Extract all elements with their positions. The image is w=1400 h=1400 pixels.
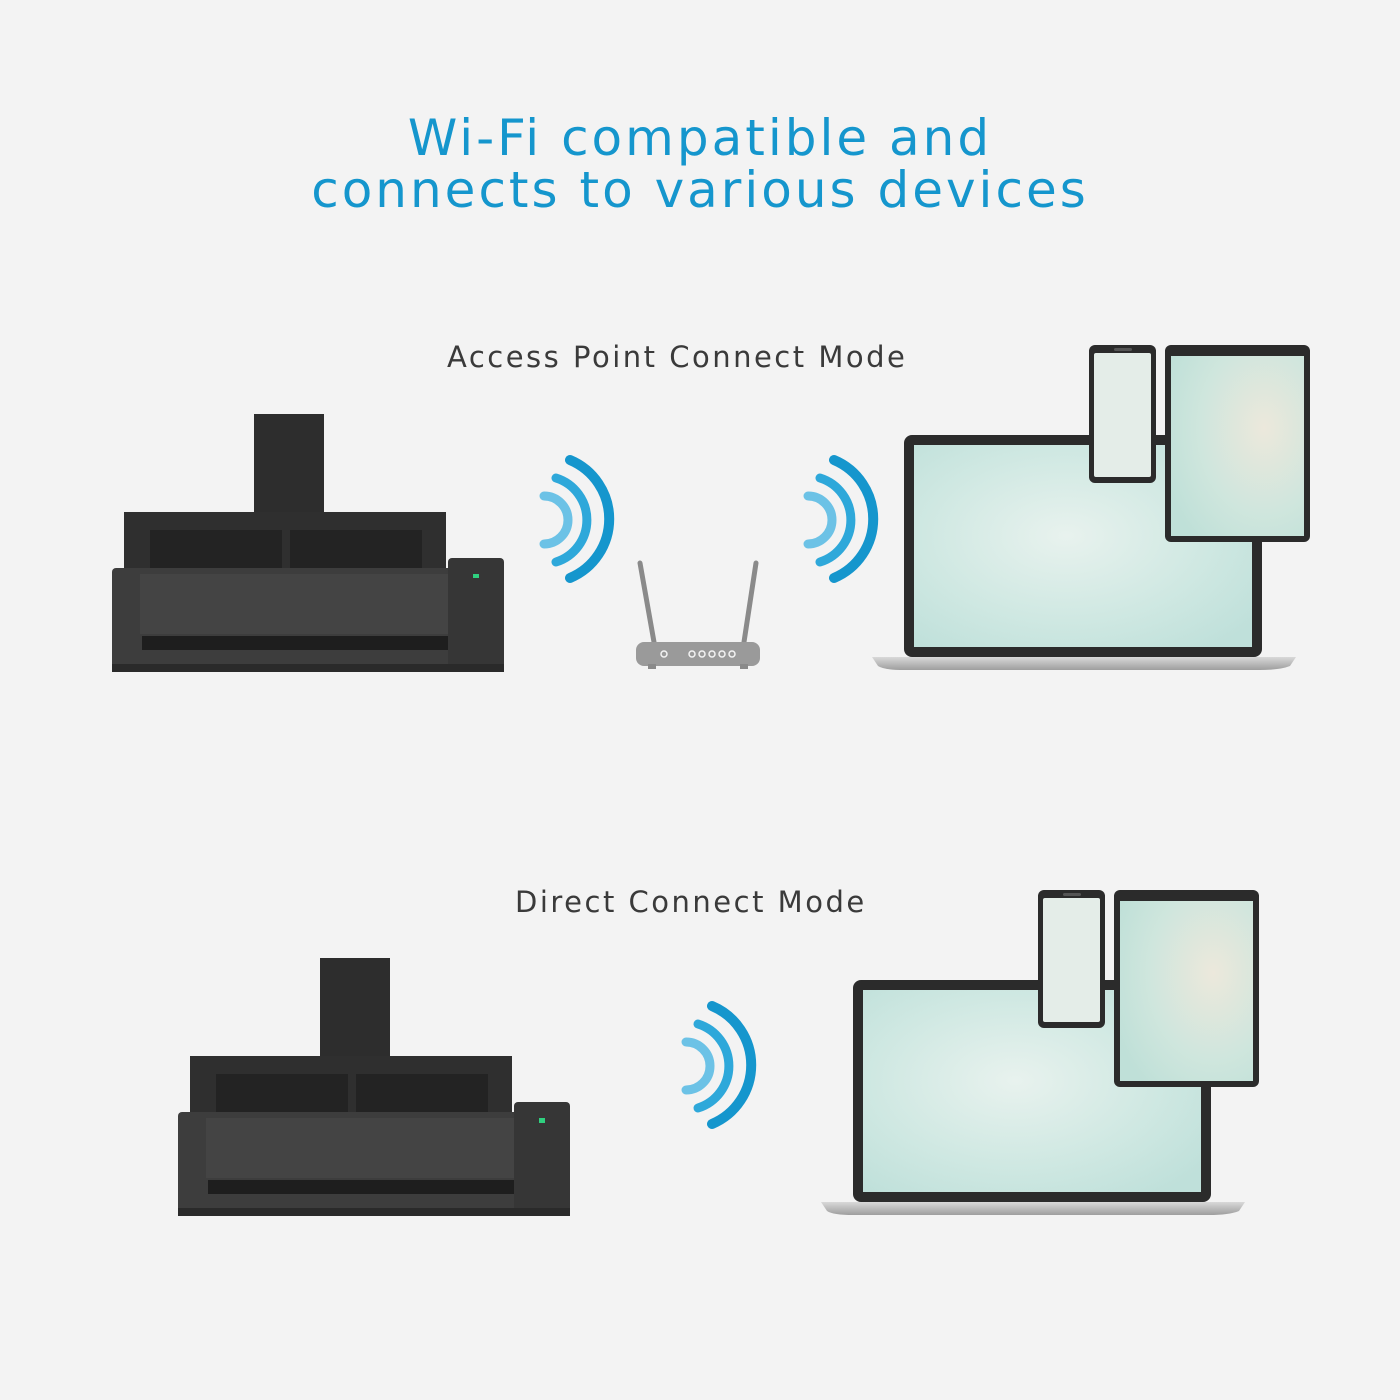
headline-line-2: connects to various devices: [311, 161, 1089, 219]
tablet-icon: [1165, 345, 1310, 542]
scanner-icon: [178, 958, 570, 1216]
headline-line-1: Wi-Fi compatible and: [407, 109, 993, 167]
access-point-mode-label: Access Point Connect Mode: [447, 340, 908, 374]
wifi-waves-icon: [539, 455, 615, 583]
tablet-icon: [1114, 890, 1259, 1087]
direct-connect-mode-label: Direct Connect Mode: [515, 885, 867, 919]
phone-icon: [1038, 890, 1105, 1028]
wifi-waves-icon: [803, 455, 879, 583]
router-icon: [636, 560, 760, 669]
phone-icon: [1089, 345, 1156, 483]
scanner-icon: [112, 414, 504, 672]
wifi-waves-icon: [681, 1001, 757, 1129]
page-headline: Wi-Fi compatible and connects to various…: [0, 112, 1400, 216]
